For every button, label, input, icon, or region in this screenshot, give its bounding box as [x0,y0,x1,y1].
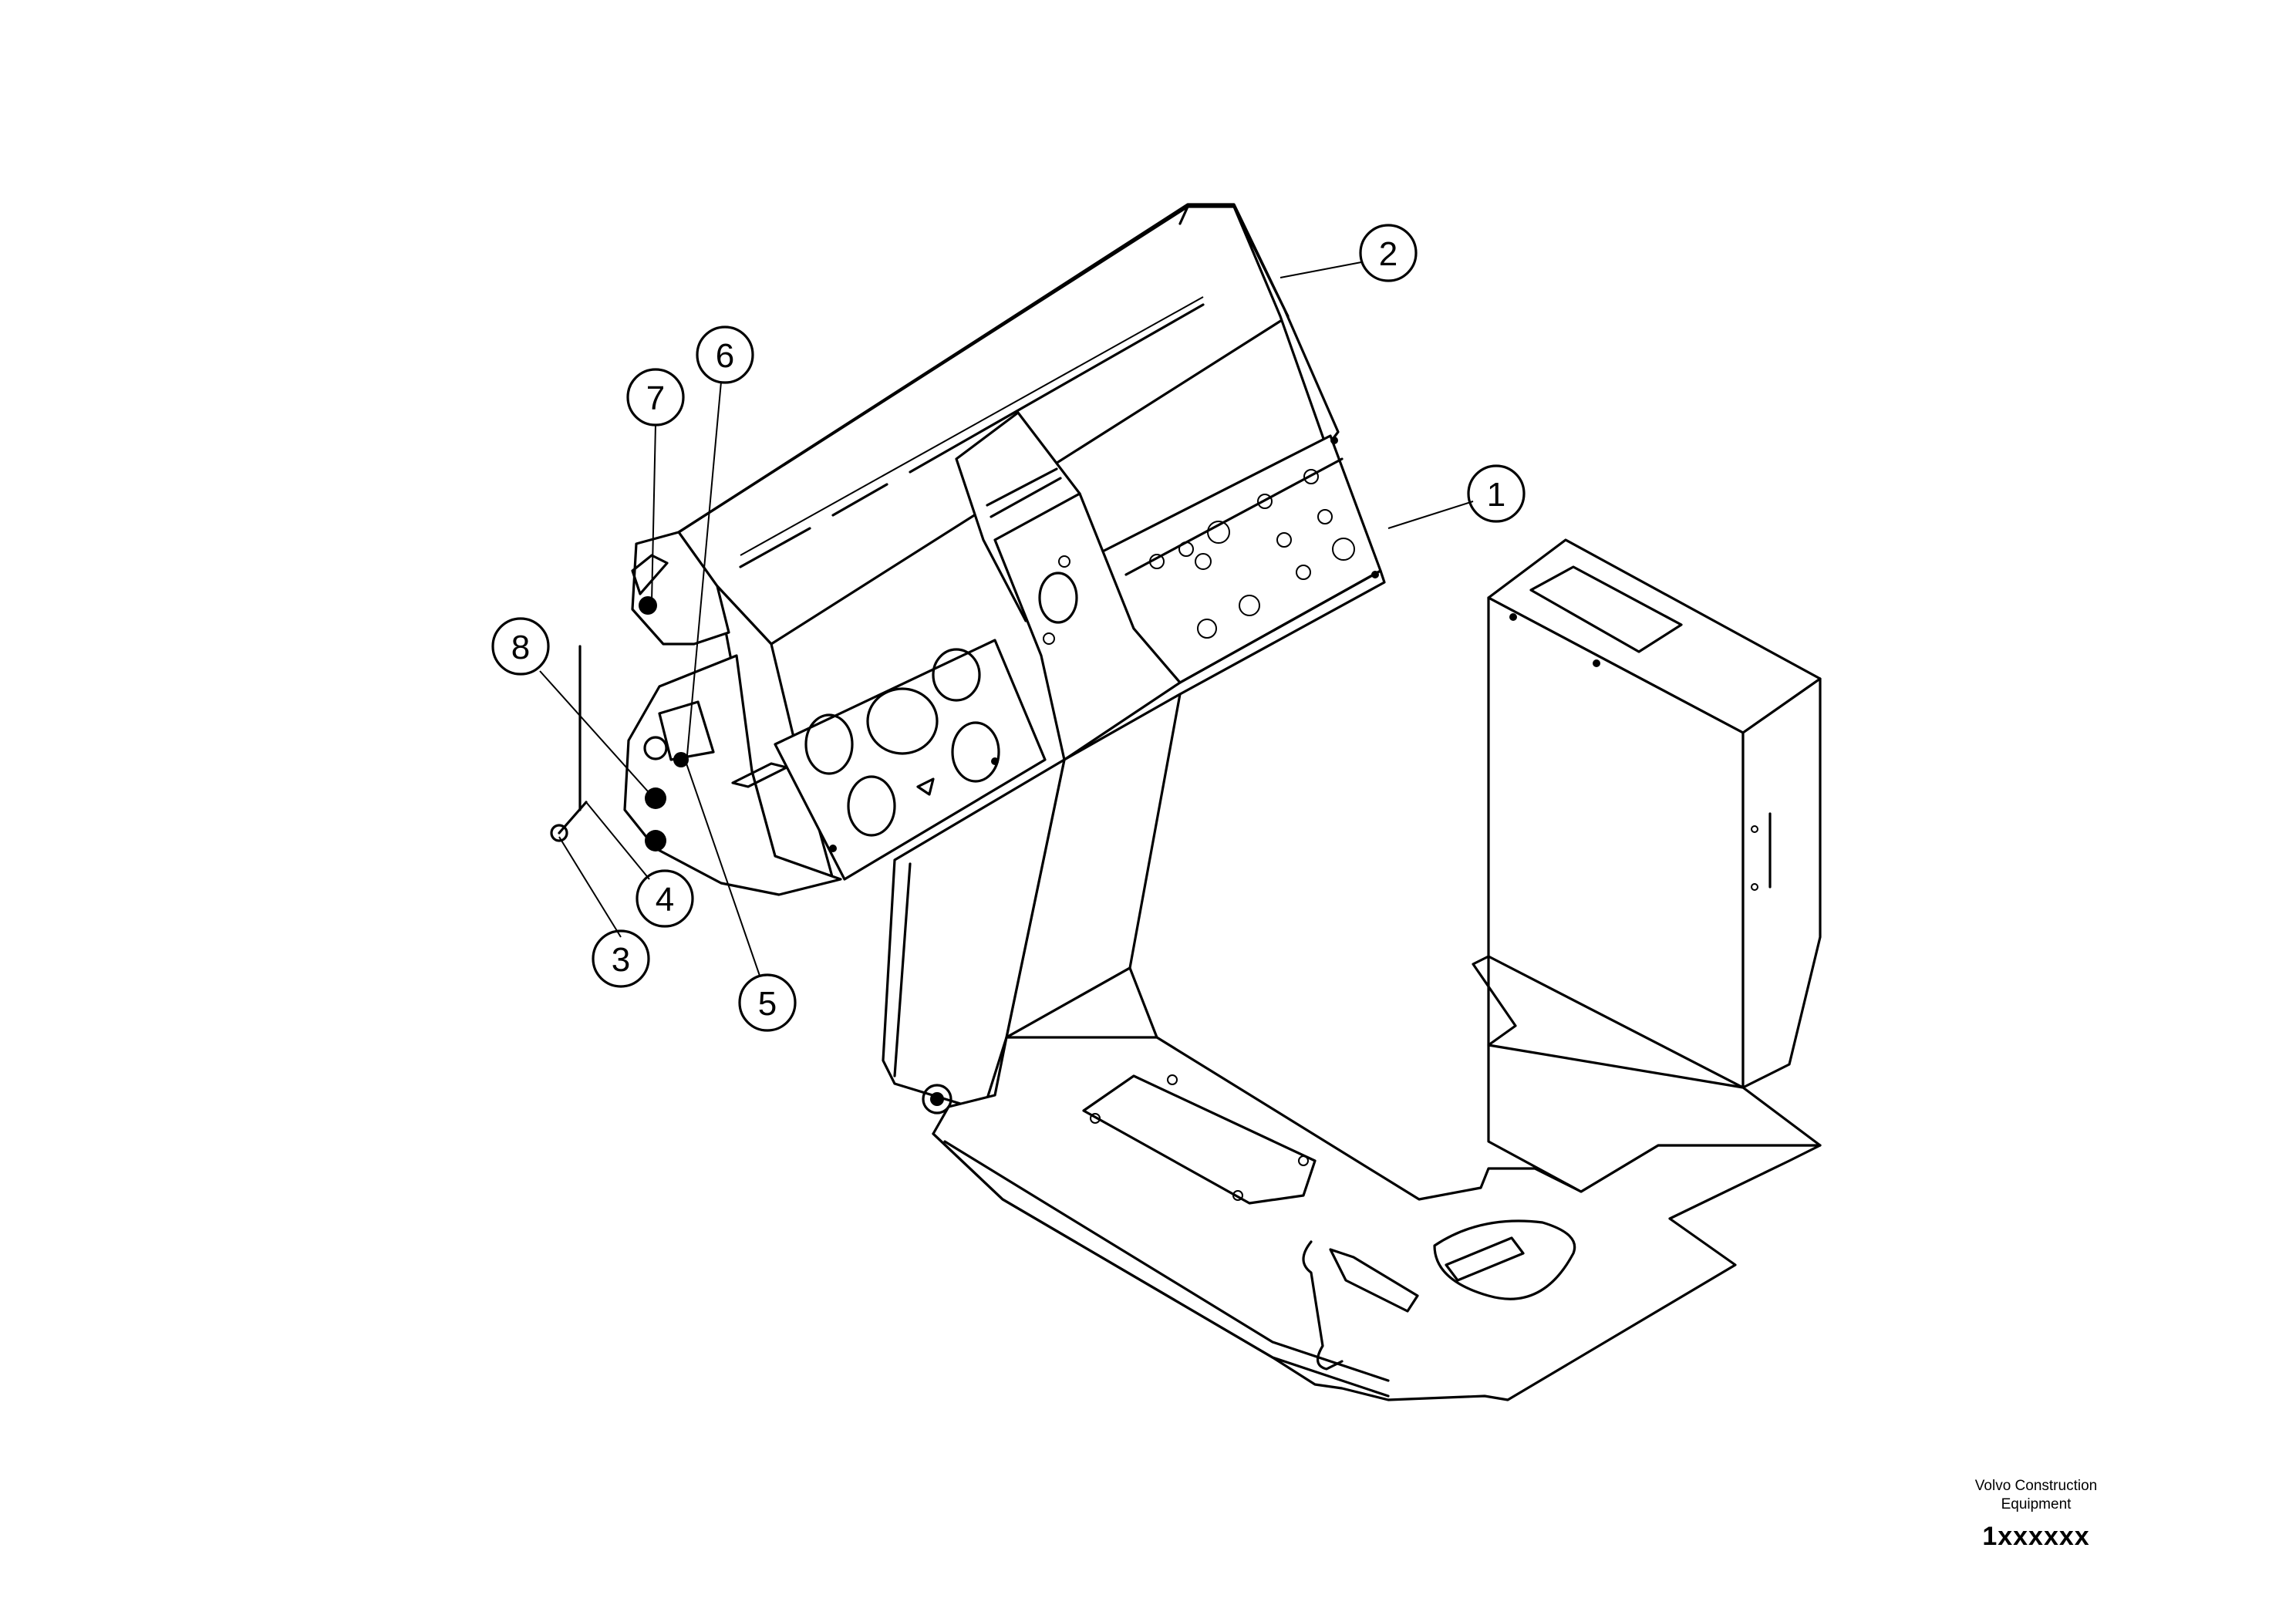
callout-5-label: 5 [758,985,777,1023]
callout-8-label: 8 [511,629,530,666]
callout-7-label: 7 [646,379,665,417]
callout-6-label: 6 [716,337,734,375]
floor-plate [932,966,1822,1401]
callout-1-label: 1 [1487,476,1505,514]
callout-5: 5 [738,973,797,1032]
callout-1: 1 [1467,464,1526,523]
drawing-number: 1xxxxxx [1982,1522,2090,1551]
middle-switch-panel [993,492,1182,761]
callout-7: 7 [626,368,685,427]
callout-3-label: 3 [612,941,630,979]
callout-3: 3 [592,929,650,988]
title-block: Volvo Construction Equipment 1xxxxxx [1920,1477,2152,1552]
callout-4: 4 [636,869,694,928]
callout-4-label: 4 [656,881,674,919]
callout-2: 2 [1359,224,1418,282]
side-cabinet [1472,538,1822,1193]
company-name-line2: Equipment [2001,1496,2072,1512]
callout-6: 6 [696,325,754,384]
mounting-bracket-assembly [550,437,1379,896]
callout-leaders [539,261,1474,976]
callout-2-label: 2 [1379,235,1397,273]
company-name-line1: Volvo Construction [1974,1478,2098,1494]
gauge-panel-left [774,639,1047,881]
callout-8: 8 [491,617,550,676]
